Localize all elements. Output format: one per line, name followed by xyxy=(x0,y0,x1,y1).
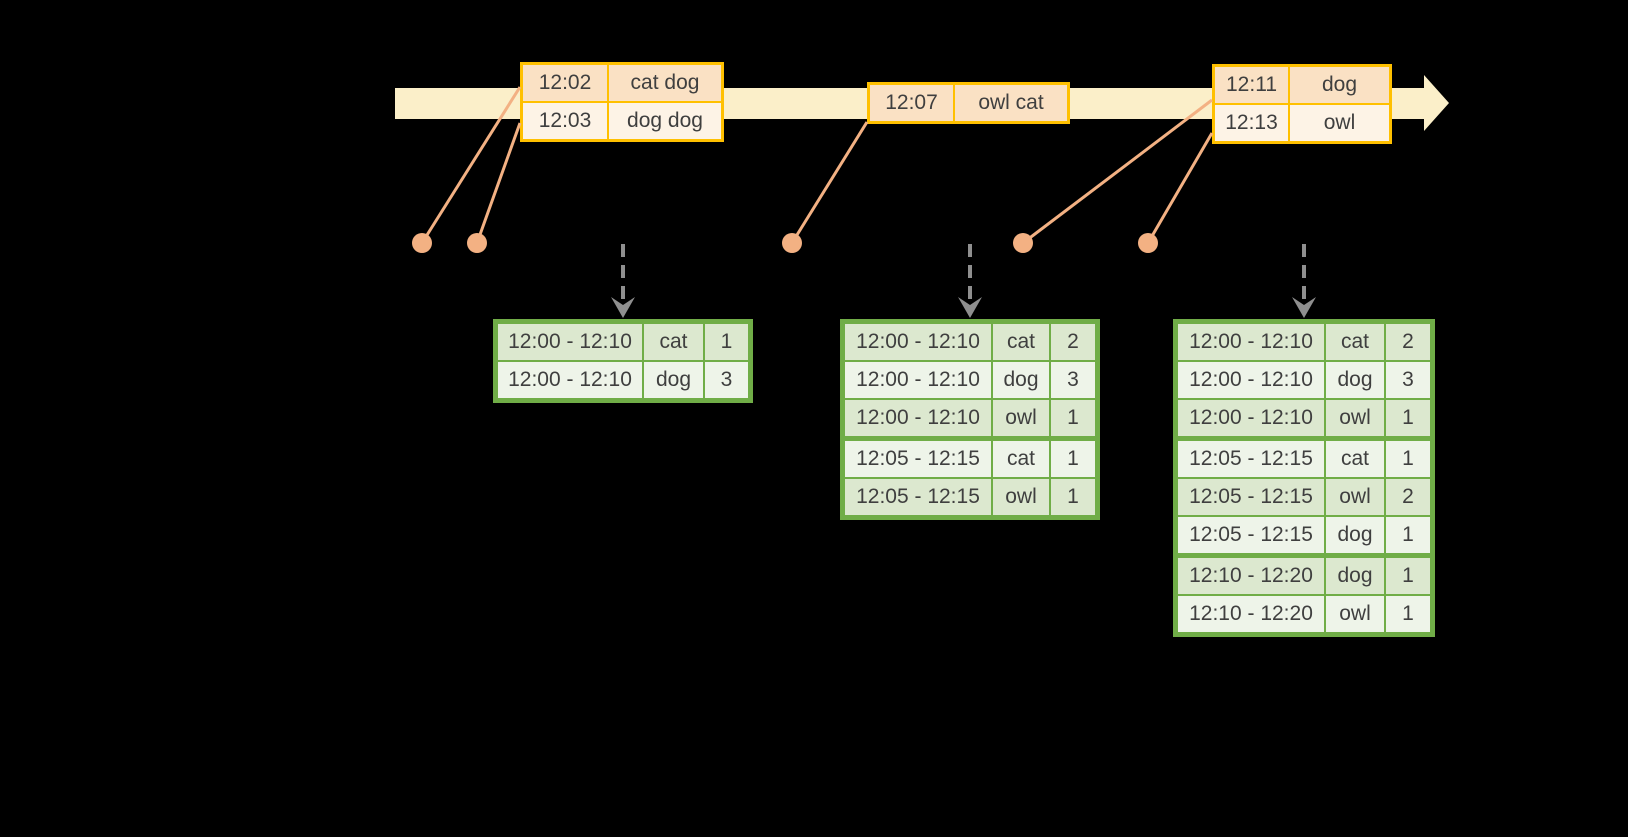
table-cell: owl xyxy=(993,479,1049,515)
table-cell: 12:10 - 12:20 xyxy=(1178,558,1324,594)
table-cell: 1 xyxy=(1051,400,1095,436)
table-cell: dog dog xyxy=(609,103,721,139)
table-cell: 12:10 - 12:20 xyxy=(1178,596,1324,632)
table-cell: owl xyxy=(993,400,1049,436)
table-cell: 12:00 - 12:10 xyxy=(845,324,991,360)
table-cell: owl xyxy=(1326,479,1384,515)
timeline-arrowhead-icon xyxy=(1424,75,1449,131)
table-cell: 12:00 - 12:10 xyxy=(1178,324,1324,360)
table-cell: cat xyxy=(1326,324,1384,360)
event-dot xyxy=(782,233,802,253)
table-cell: cat dog xyxy=(609,65,721,101)
table-cell: 12:07 xyxy=(870,85,953,121)
event-connector-line xyxy=(1146,132,1214,244)
table-cell: cat xyxy=(993,324,1049,360)
table-cell: 1 xyxy=(1386,400,1430,436)
table-cell: owl xyxy=(1290,105,1389,141)
table-cell: dog xyxy=(1326,362,1384,398)
table-cell: 2 xyxy=(1386,324,1430,360)
table-cell: 12:05 - 12:15 xyxy=(845,441,991,477)
table-cell: dog xyxy=(993,362,1049,398)
event-connector-line xyxy=(790,121,869,244)
table-cell: dog xyxy=(1290,67,1389,103)
table-cell: 12:02 xyxy=(523,65,607,101)
output-trigger-arrowhead-icon xyxy=(958,297,982,318)
event-dot xyxy=(1138,233,1158,253)
table-cell: 1 xyxy=(1386,441,1430,477)
table-cell: 3 xyxy=(1386,362,1430,398)
table-cell: 1 xyxy=(1386,596,1430,632)
table-cell: 2 xyxy=(1386,479,1430,515)
table-cell: 1 xyxy=(1386,558,1430,594)
event-dot xyxy=(467,233,487,253)
table-cell: cat xyxy=(644,324,703,360)
table-cell: 1 xyxy=(705,324,748,360)
table-cell: owl xyxy=(1326,400,1384,436)
table-cell: 12:00 - 12:10 xyxy=(845,400,991,436)
table-cell: 12:05 - 12:15 xyxy=(1178,479,1324,515)
event-dot xyxy=(412,233,432,253)
table-cell: 12:00 - 12:10 xyxy=(845,362,991,398)
table-cell: 12:00 - 12:10 xyxy=(1178,362,1324,398)
table-cell: owl xyxy=(1326,596,1384,632)
event-dot xyxy=(1013,233,1033,253)
table-cell: 12:05 - 12:15 xyxy=(845,479,991,515)
table-cell: 12:11 xyxy=(1215,67,1288,103)
table-cell: cat xyxy=(993,441,1049,477)
table-cell: 3 xyxy=(1051,362,1095,398)
table-cell: cat xyxy=(1326,441,1384,477)
table-cell: owl cat xyxy=(955,85,1067,121)
table-cell: 2 xyxy=(1051,324,1095,360)
table-cell: 12:00 - 12:10 xyxy=(498,324,642,360)
table-cell: 12:13 xyxy=(1215,105,1288,141)
table-cell: 12:03 xyxy=(523,103,607,139)
table-cell: 3 xyxy=(705,362,748,398)
table-cell: 12:05 - 12:15 xyxy=(1178,441,1324,477)
table-cell: dog xyxy=(1326,558,1384,594)
table-cell: 1 xyxy=(1386,517,1430,553)
table-cell: 1 xyxy=(1051,441,1095,477)
event-connector-line xyxy=(475,122,522,244)
output-trigger-arrowhead-icon xyxy=(611,297,635,318)
table-cell: dog xyxy=(644,362,703,398)
table-cell: 1 xyxy=(1051,479,1095,515)
output-trigger-arrowhead-icon xyxy=(1292,297,1316,318)
table-cell: dog xyxy=(1326,517,1384,553)
table-cell: 12:00 - 12:10 xyxy=(498,362,642,398)
table-cell: 12:00 - 12:10 xyxy=(1178,400,1324,436)
table-cell: 12:05 - 12:15 xyxy=(1178,517,1324,553)
